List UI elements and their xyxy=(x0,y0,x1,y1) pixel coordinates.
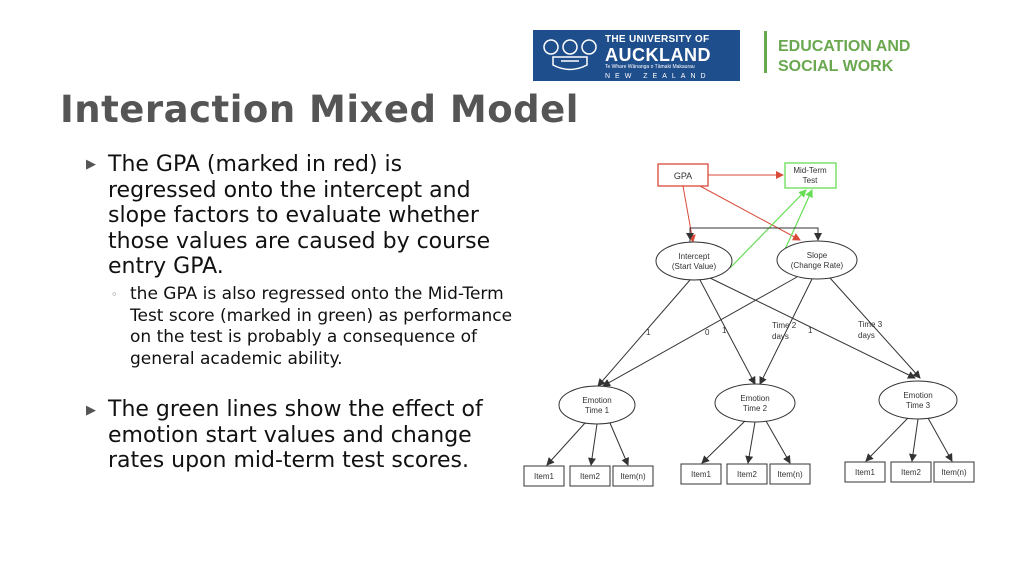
item2-label: Item2 xyxy=(580,472,601,481)
loading-label: 1 xyxy=(722,326,727,335)
time2-to-item2-path xyxy=(745,421,756,464)
time3-to-item2-path xyxy=(909,418,919,462)
midterm-label-2: Test xyxy=(803,176,818,185)
slope-time3-label-2: days xyxy=(858,331,875,340)
intercept-label-1: Intercept xyxy=(678,252,710,261)
university-logo: THE UNIVERSITY OF AUCKLAND Te Whare Wāna… xyxy=(533,30,740,81)
mixed-model-diagram: GPA Mid-Term Test Intercept (Start Value… xyxy=(523,162,975,487)
itemn-label: Item(n) xyxy=(777,470,803,479)
emotion-time3-node xyxy=(878,380,958,420)
midterm-box xyxy=(784,162,837,189)
item-box xyxy=(844,461,886,483)
item1-label: Item1 xyxy=(534,472,555,481)
slope-to-midterm-arrow xyxy=(781,189,813,257)
intercept-to-time2-path xyxy=(699,279,756,385)
logo-line-3: Te Whare Wānanga o Tāmaki Makaurau xyxy=(605,64,695,70)
item2-label: Item2 xyxy=(737,470,758,479)
faculty-name: EDUCATION AND SOCIAL WORK xyxy=(778,37,910,77)
time3-to-itemn-path xyxy=(927,417,953,462)
bullet-2-text: The green lines show the effect of emoti… xyxy=(108,397,483,473)
time1-to-item2-path xyxy=(588,423,598,466)
item-box xyxy=(680,463,722,485)
time1-label: Time 1 xyxy=(585,406,610,415)
sub-bullet-circle-icon: ◦ xyxy=(111,288,118,301)
intercept-label-2: (Start Value) xyxy=(672,262,717,271)
time1-to-itemn-path xyxy=(609,422,629,466)
emotion-label: Emotion xyxy=(903,391,932,400)
item-box xyxy=(612,465,654,487)
slope-time3-label-1: Time 3 xyxy=(858,320,883,329)
item-box xyxy=(569,465,611,487)
time2-to-itemn-path xyxy=(765,420,791,464)
covariance-arrowhead-icon xyxy=(686,233,694,240)
intercept-to-time3-path xyxy=(709,277,916,379)
item1-label: Item1 xyxy=(855,468,876,477)
time3-to-item1-path xyxy=(865,417,909,462)
gpa-to-intercept-arrow xyxy=(682,185,696,243)
slope-label-1: Slope xyxy=(807,251,828,260)
bullet-arrow-icon: ▶ xyxy=(86,403,96,418)
time1-to-item1-path xyxy=(546,422,586,466)
slope-to-time3-path xyxy=(829,277,921,379)
time3-label: Time 3 xyxy=(906,401,931,410)
gpa-to-slope-arrow xyxy=(699,185,801,241)
slope-time2-label-2: days xyxy=(772,332,789,341)
university-crest-icon xyxy=(543,39,597,71)
slope-to-time2-path xyxy=(759,278,813,385)
slide-title: Interaction Mixed Model xyxy=(60,88,579,131)
item-box xyxy=(726,463,768,485)
logo-line-2: AUCKLAND xyxy=(605,45,711,65)
item-box xyxy=(890,461,932,483)
intercept-to-midterm-arrow xyxy=(729,189,807,269)
loading-label: 0 xyxy=(705,328,710,337)
faculty-line-2: SOCIAL WORK xyxy=(778,58,894,75)
item-box xyxy=(523,465,565,487)
slope-node xyxy=(776,240,858,280)
emotion-time1-node xyxy=(558,385,636,425)
emotion-time2-node xyxy=(714,383,796,423)
slope-label-2: (Change Rate) xyxy=(791,261,844,270)
itemn-label: Item(n) xyxy=(620,472,646,481)
loading-label: 1 xyxy=(646,328,651,337)
bullet-1-text: The GPA (marked in red) is regressed ont… xyxy=(108,152,491,279)
bullet-arrow-icon: ▶ xyxy=(86,157,96,172)
gpa-label: GPA xyxy=(674,171,692,181)
emotion-label: Emotion xyxy=(740,394,769,403)
slope-time2-label-1: Time 2 xyxy=(772,321,797,330)
time2-to-item1-path xyxy=(701,420,746,464)
item1-label: Item1 xyxy=(691,470,712,479)
intercept-node xyxy=(655,241,733,281)
item-box xyxy=(933,461,975,483)
logo-separator xyxy=(764,31,767,73)
midterm-label-1: Mid-Term xyxy=(793,166,827,175)
item-box xyxy=(769,463,811,485)
emotion-label: Emotion xyxy=(582,396,611,405)
faculty-line-1: EDUCATION AND xyxy=(778,38,911,55)
sub-bullet-text: the GPA is also regressed onto the Mid-T… xyxy=(130,284,513,369)
intercept-to-time1-path xyxy=(597,279,691,387)
loading-label: 1 xyxy=(808,326,813,335)
logo-line-4: NEW ZEALAND xyxy=(605,73,711,80)
itemn-label: Item(n) xyxy=(941,468,967,477)
time2-label: Time 2 xyxy=(743,404,768,413)
logo-line-1: THE UNIVERSITY OF xyxy=(605,34,710,45)
item2-label: Item2 xyxy=(901,468,922,477)
slope-to-time1-path xyxy=(602,276,798,387)
